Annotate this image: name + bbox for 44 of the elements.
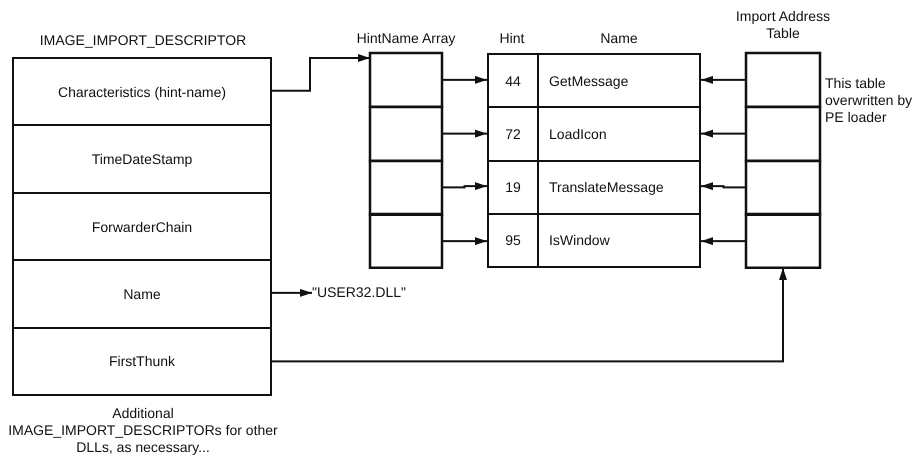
note-text: This table overwritten by PE loader xyxy=(825,75,914,126)
arrow xyxy=(442,237,487,246)
pointer-slot xyxy=(746,160,820,214)
arrow xyxy=(442,182,487,190)
column-heading: Hint xyxy=(498,30,526,47)
function-name: TranslateMessage xyxy=(548,178,664,198)
hint-number: 72 xyxy=(489,108,539,160)
arrow xyxy=(701,76,746,84)
pointer-slot xyxy=(370,53,442,107)
function-name: LoadIcon xyxy=(548,124,607,144)
hint-number: 44 xyxy=(489,55,539,106)
arrow xyxy=(442,76,487,84)
function-name: GetMessage xyxy=(548,72,628,91)
hint-number: 19 xyxy=(489,162,539,213)
arrow xyxy=(272,288,312,297)
function-name: IsWindow xyxy=(548,231,610,250)
table-heading: Import Address Table xyxy=(734,8,832,42)
pointer-slot xyxy=(370,214,442,268)
table-heading: HintName Array xyxy=(356,30,456,47)
hint-number: 95 xyxy=(489,214,539,266)
column-heading: Name xyxy=(599,30,639,47)
arrow xyxy=(272,268,787,362)
table-row xyxy=(487,212,701,268)
arrow xyxy=(272,54,370,92)
pointer-slot xyxy=(370,160,442,214)
field-row: Name xyxy=(12,259,272,327)
string-label: "USER32.DLL" xyxy=(312,284,422,300)
field-row: FirstThunk xyxy=(12,326,272,396)
arrow xyxy=(701,237,746,246)
pointer-slot xyxy=(370,106,442,160)
table-row xyxy=(487,106,701,160)
note-text: Additional IMAGE_IMPORT_DESCRIPTORs for other DLLs, as necessary... xyxy=(8,405,278,456)
arrow xyxy=(701,130,746,138)
pointer-slot xyxy=(746,53,820,107)
arrow xyxy=(442,130,487,138)
table-heading: IMAGE_IMPORT_DESCRIPTOR xyxy=(38,32,248,49)
field-row: ForwarderChain xyxy=(12,192,272,260)
pointer-slot xyxy=(746,214,820,268)
table-row xyxy=(487,53,701,106)
field-row: Characteristics (hint-name) xyxy=(12,57,272,124)
pointer-slot xyxy=(746,106,820,160)
arrow xyxy=(701,182,746,190)
table-row xyxy=(487,160,701,213)
field-row: TimeDateStamp xyxy=(12,124,272,192)
